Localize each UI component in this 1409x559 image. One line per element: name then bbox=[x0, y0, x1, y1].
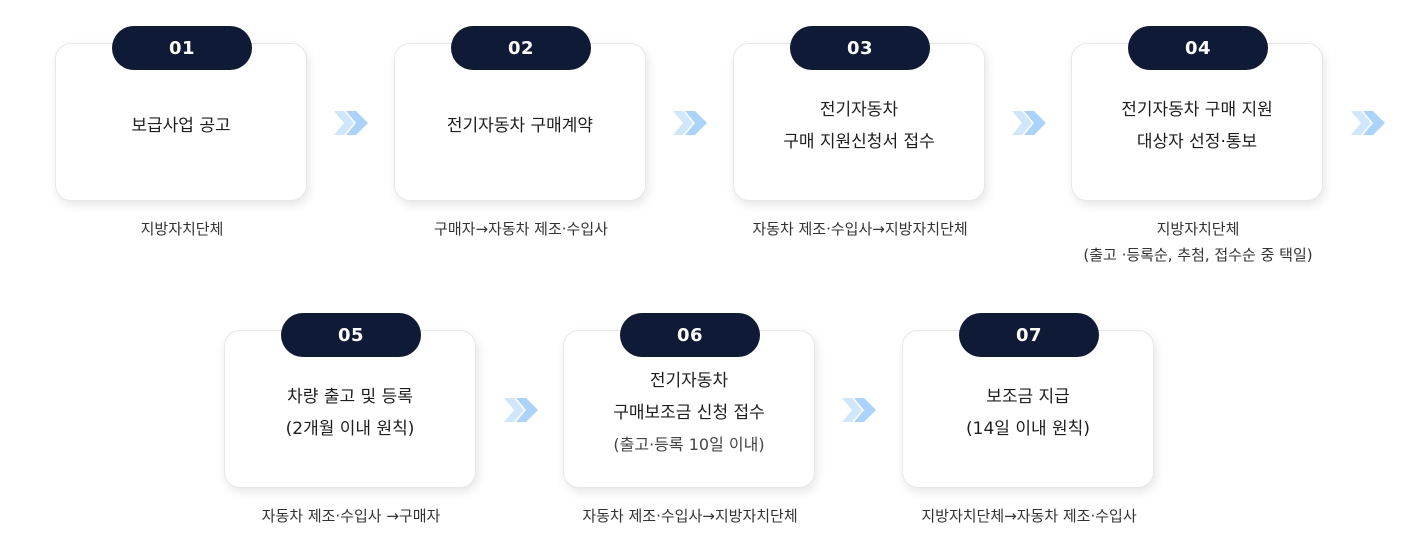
step-title-line: 전기자동차 bbox=[819, 100, 899, 120]
step-title-line: 보급사업 공고 bbox=[131, 116, 231, 136]
step-title-line: 차량 출고 및 등록 bbox=[287, 387, 413, 407]
step-subnote: (출고·등록 10일 이내) bbox=[613, 435, 765, 454]
caption-line: (출고 ·등록순, 추첨, 접수순 중 택일) bbox=[1083, 246, 1313, 264]
step-number-badge: 04 bbox=[1128, 26, 1268, 70]
step-title-line: 보조금 지급 bbox=[986, 387, 1070, 407]
double-chevron-right-icon bbox=[504, 398, 538, 422]
step-card: 전기자동차 구매보조금 신청 접수 (출고·등록 10일 이내) bbox=[563, 330, 815, 488]
caption-line: 자동차 제조·수입사 →구매자 bbox=[261, 507, 441, 525]
caption-line: 구매자→자동차 제조·수입사 bbox=[434, 220, 608, 238]
step-caption: 자동차 제조·수입사 →구매자 bbox=[184, 503, 518, 529]
step-title-line: 전기자동차 구매 지원 bbox=[1121, 100, 1273, 120]
step-caption: 지방자치단체 (출고 ·등록순, 추첨, 접수순 중 택일) bbox=[1031, 216, 1365, 268]
step-title-line: (2개월 이내 원칙) bbox=[285, 419, 415, 439]
caption-line: 자동차 제조·수입사→지방자치단체 bbox=[752, 220, 968, 238]
step-title-line: 구매 지원신청서 접수 bbox=[783, 132, 935, 152]
step-number-badge: 02 bbox=[451, 26, 591, 70]
step-title-line: 대상자 선정·통보 bbox=[1136, 132, 1258, 152]
step-title-line: 전기자동차 구매계약 bbox=[446, 116, 594, 136]
step-caption: 지방자치단체→자동차 제조·수입사 bbox=[862, 503, 1196, 529]
step-caption: 지방자치단체 bbox=[15, 216, 349, 242]
caption-line: 자동차 제조·수입사→지방자치단체 bbox=[582, 507, 798, 525]
caption-line: 지방자치단체 bbox=[1156, 220, 1240, 238]
double-chevron-right-icon bbox=[673, 111, 707, 135]
caption-line: 지방자치단체→자동차 제조·수입사 bbox=[921, 507, 1137, 525]
double-chevron-right-icon bbox=[1012, 111, 1046, 135]
step-caption: 자동차 제조·수입사→지방자치단체 bbox=[523, 503, 857, 529]
double-chevron-right-icon bbox=[334, 111, 368, 135]
step-title-line: 전기자동차 bbox=[649, 371, 729, 391]
step-number-badge: 01 bbox=[112, 26, 252, 70]
step-number-badge: 06 bbox=[620, 313, 760, 357]
step-caption: 자동차 제조·수입사→지방자치단체 bbox=[693, 216, 1027, 242]
double-chevron-right-icon bbox=[842, 398, 876, 422]
step-number-badge: 05 bbox=[281, 313, 421, 357]
step-title-line: (14일 이내 원칙) bbox=[966, 419, 1090, 439]
caption-line: 지방자치단체 bbox=[140, 220, 224, 238]
double-chevron-right-icon bbox=[1351, 111, 1385, 135]
step-number-badge: 03 bbox=[790, 26, 930, 70]
step-caption: 구매자→자동차 제조·수입사 bbox=[354, 216, 688, 242]
step-title-line: 구매보조금 신청 접수 bbox=[613, 403, 765, 423]
step-number-badge: 07 bbox=[959, 313, 1099, 357]
